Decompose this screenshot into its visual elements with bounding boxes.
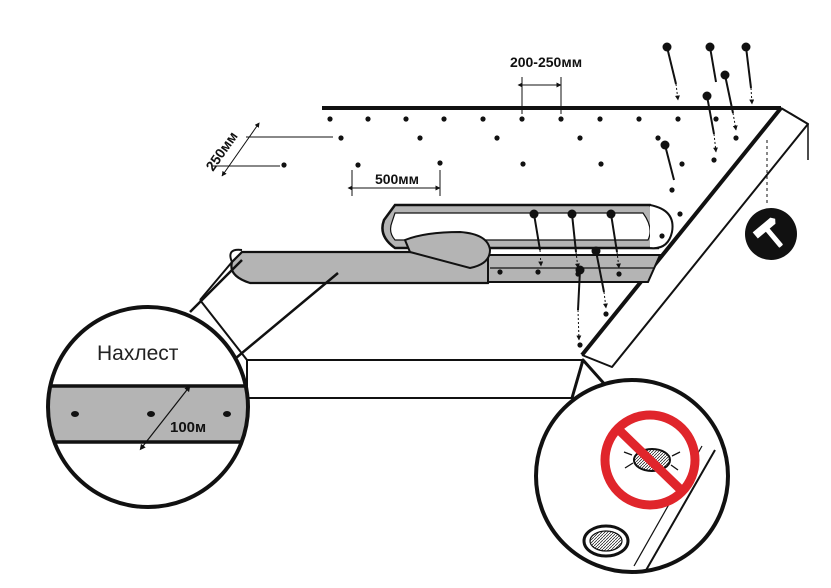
dimension-row-offset: 500мм <box>347 170 441 196</box>
edge-offset-label: 250мм <box>202 128 240 173</box>
top-membrane-sheet <box>381 203 674 270</box>
dimension-edge-offset: 250мм <box>202 122 333 177</box>
nail-spacing-label: 200-250мм <box>510 54 582 70</box>
overlap-detail-callout: Нахлест 100м <box>46 259 339 509</box>
dimension-nail-spacing: 200-250мм <box>510 54 582 114</box>
overlap-title: Нахлест <box>97 342 179 365</box>
hammer-icon <box>745 140 797 260</box>
prohibited-overdriven-nail-icon <box>600 410 700 510</box>
nail-dot-pattern <box>281 116 739 348</box>
driven-nails <box>529 42 755 341</box>
bottom-membrane-sheet <box>199 248 662 301</box>
correct-nail-head-icon <box>582 524 630 558</box>
nail-head-detail-callout <box>534 358 730 574</box>
row-offset-label: 500мм <box>375 171 419 187</box>
overlap-width-label: 100м <box>170 419 206 436</box>
